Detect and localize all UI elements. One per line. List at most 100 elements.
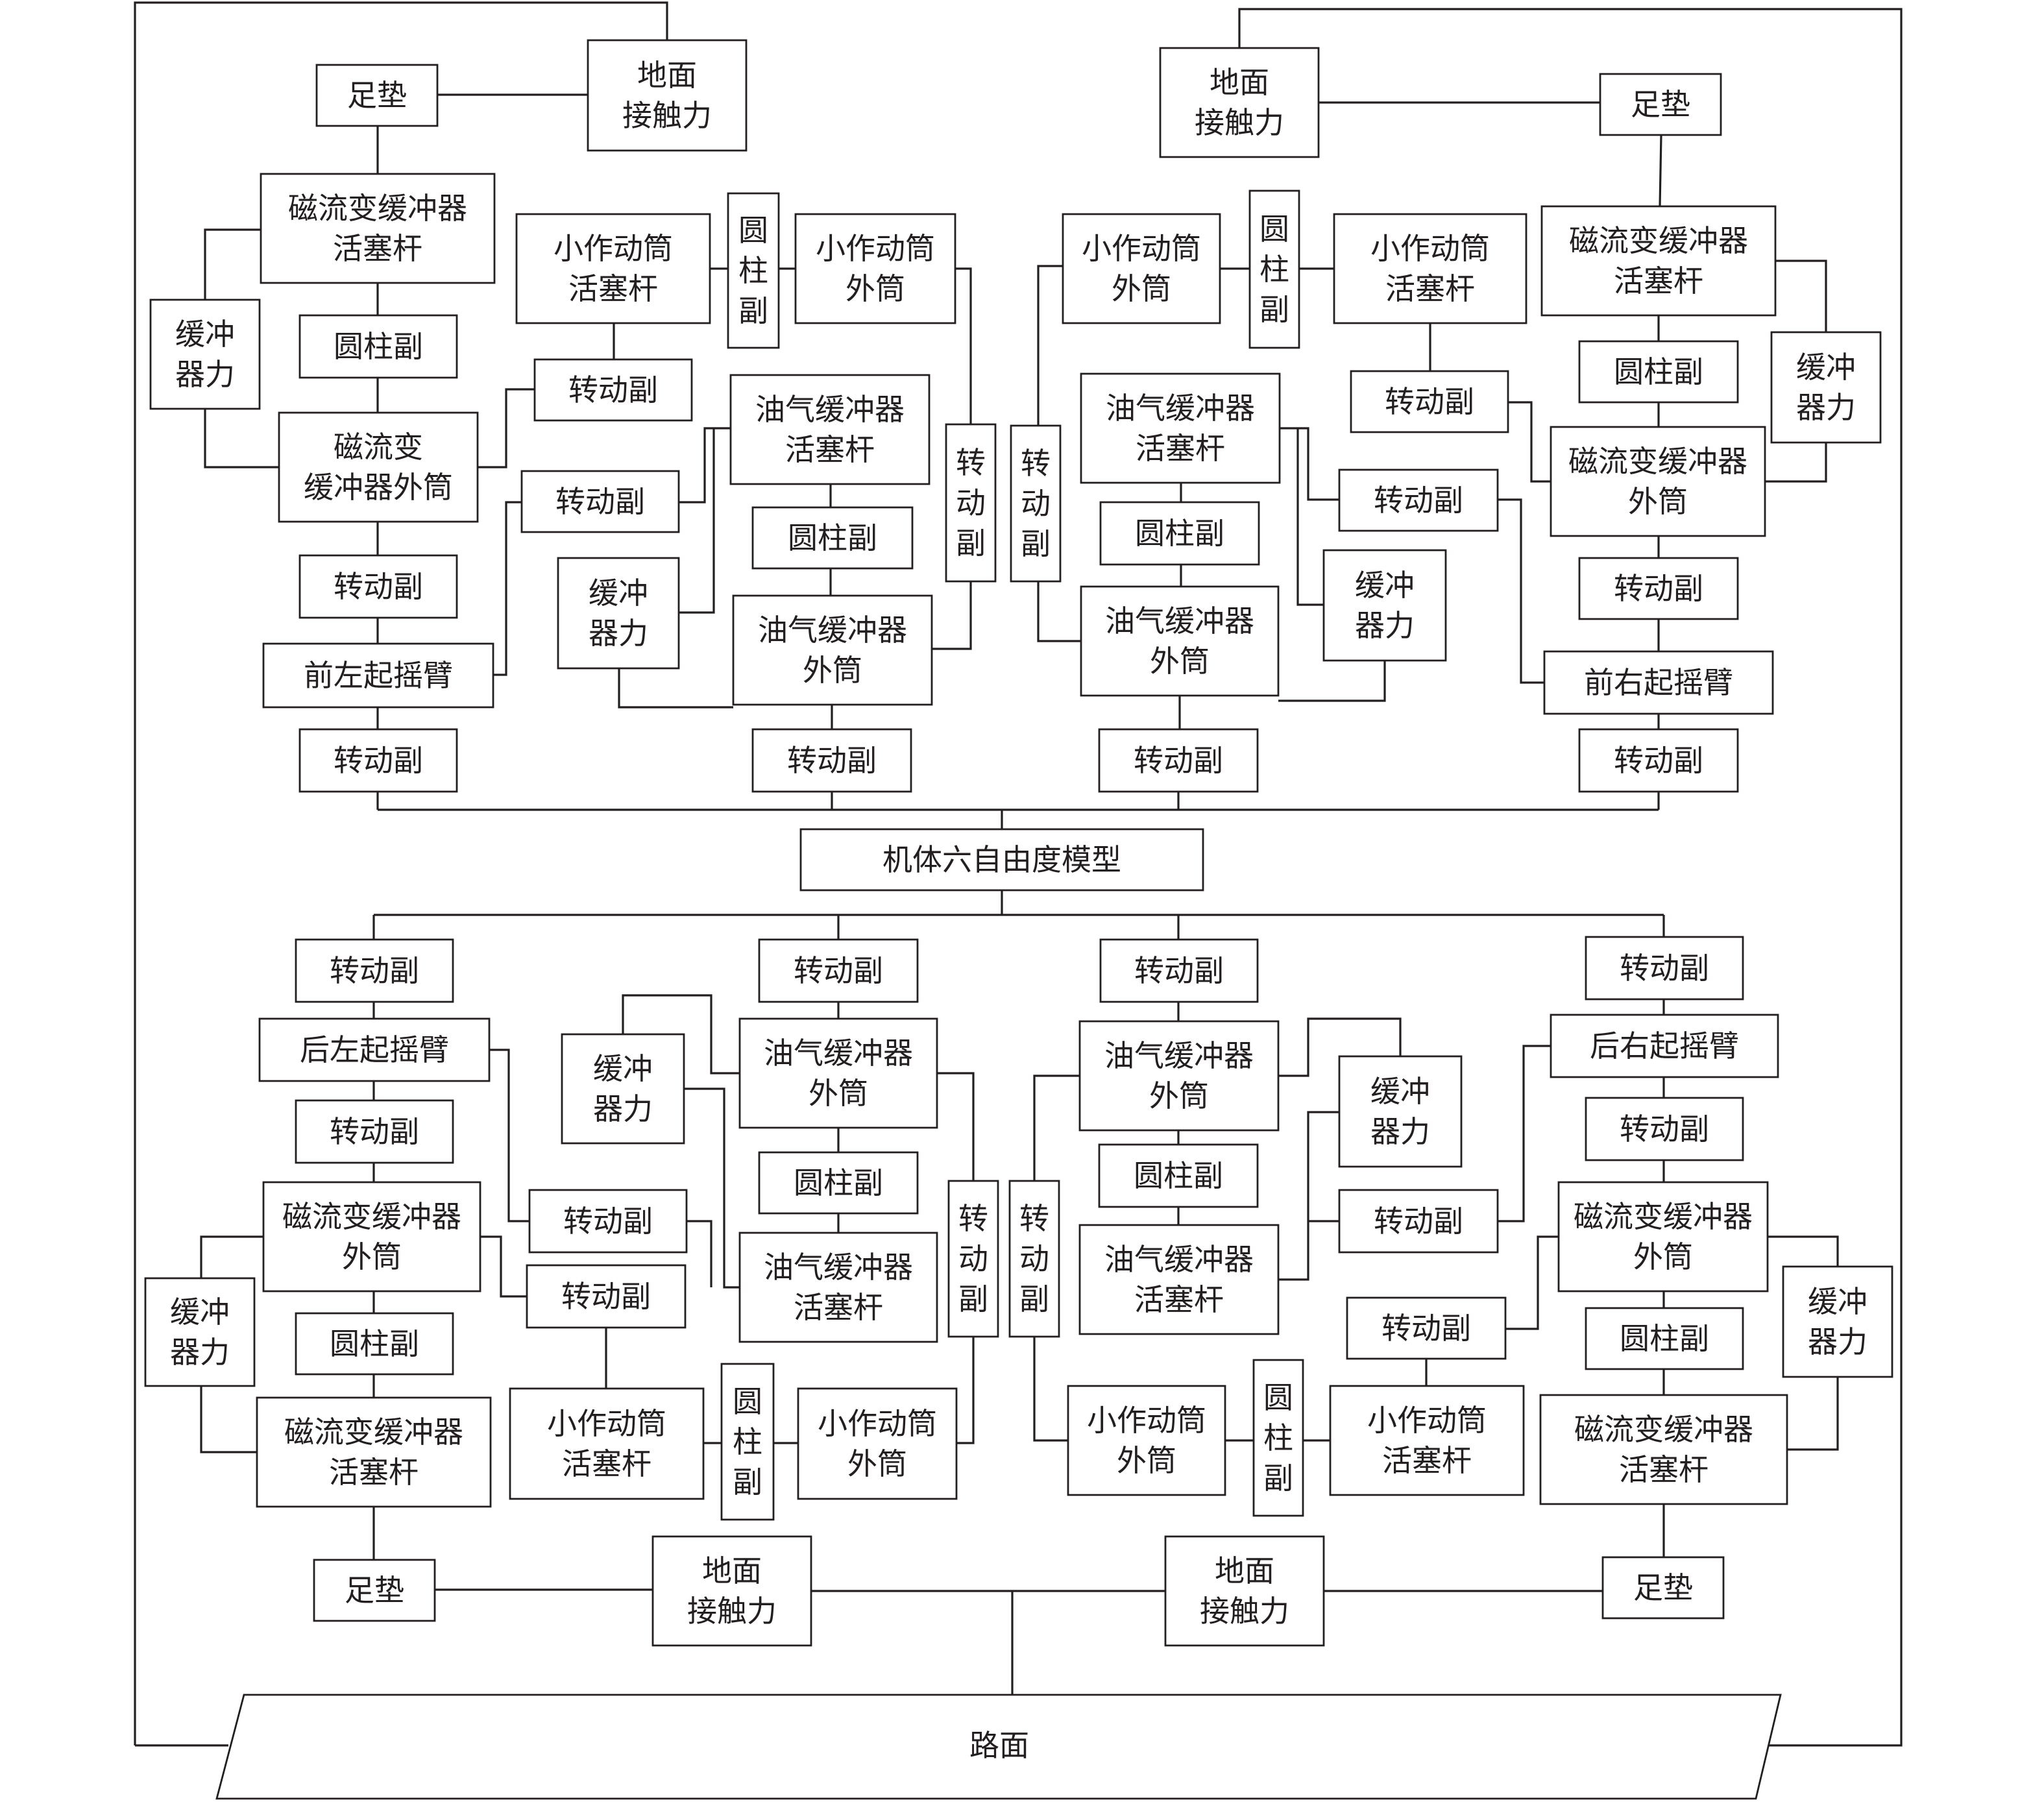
component-box-label: 后左起摇臂 [300,1032,449,1067]
component-box-frame [533,358,693,422]
connector-line [204,228,261,300]
component-box-label: 圆柱副 [334,329,423,364]
component-box-label: 器力 [593,1091,653,1126]
component-box-label: 转动副 [1374,1204,1463,1239]
connector-line [200,1386,257,1453]
component-box-label: 油气缓冲器 [1104,1242,1254,1277]
component-box-label: 缓冲 [1355,568,1415,603]
component-box-frame [1008,1180,1060,1338]
component-box-label: 活塞杆 [785,432,875,467]
component-box-label: 转动副 [1374,483,1463,518]
connector-line [1037,265,1063,426]
component-box: 转动副 [945,423,997,583]
component-box-label: 小作动筒 [1367,1403,1487,1438]
component-box-frame [1098,728,1259,793]
component-box: 转动副 [298,728,458,793]
component-box-label: 转动副 [787,743,877,778]
component-box-frame [315,64,439,127]
connector-line [1768,1235,1839,1267]
component-box: 转动副 [295,1099,454,1164]
component-box-frame [751,506,914,570]
component-box-frame [295,1312,454,1376]
component-box-frame [1338,468,1499,532]
component-box-frame [947,1180,999,1338]
component-box-frame [1098,1143,1259,1208]
component-box-frame [758,1151,919,1215]
component-box: 足垫 [1599,73,1722,136]
component-box-frame [557,557,680,670]
component-box-label: 足垫 [347,78,407,113]
connector-line [618,668,733,709]
component-box-label: 接触力 [622,98,712,133]
component-box: 转动副 [758,938,919,1003]
component-box-label: 转动副 [1385,384,1474,419]
component-box-label: 外筒 [846,271,905,306]
component-box: 后左起摇臂 [258,1017,491,1082]
component-box-label: 器力 [1808,1324,1868,1359]
component-box-label: 油气缓冲器 [755,392,905,427]
component-box-label: 缓冲 [1808,1284,1868,1319]
component-box-frame [526,1264,687,1329]
component-box-label: 转动副 [1134,953,1224,988]
connector-line [1278,1017,1402,1077]
connector-line [493,501,522,676]
connector-line [1498,1045,1551,1222]
component-box-frame [1338,1055,1463,1168]
component-box: 转动副 [1099,938,1259,1003]
component-box-frame [256,1396,492,1508]
component-box-label: 外筒 [1117,1443,1176,1478]
connector-line [679,428,715,614]
component-box-frame [758,938,919,1003]
component-box-label: 副 [1021,526,1051,561]
component-box: 圆柱副 [758,1151,919,1215]
component-box-label: 活塞杆 [568,271,658,306]
component-box-label: 足垫 [1631,87,1690,122]
component-box-frame [1557,1181,1769,1293]
component-box-label: 外筒 [342,1239,402,1274]
component-box-label: 柱 [738,253,768,288]
connector-line [1659,134,1662,207]
component-box-label: 油气缓冲器 [758,613,907,648]
component-box-frame [794,213,956,324]
component-box-frame [1099,938,1259,1003]
component-box-label: 副 [958,1281,988,1317]
component-box-label: 外筒 [1628,484,1688,519]
connector-line [1033,1337,1068,1442]
component-box-label: 磁流变缓冲器 [284,1414,463,1450]
component-box-label: 柱 [733,1424,762,1459]
component-box-label: 柱 [1263,1420,1293,1455]
component-box-label: 前左起摇臂 [304,658,453,693]
component-box-label: 接触力 [1195,105,1284,140]
component-box-label: 缓冲 [589,576,648,611]
component-box-label: 地面 [637,58,697,93]
component-box-frame [1329,1385,1525,1496]
component-box: 转动副 [298,554,458,619]
component-box-frame [262,1181,481,1293]
component-box-label: 外筒 [803,653,862,688]
component-box-label: 足垫 [345,1573,404,1608]
component-box-label: 转动副 [555,484,645,519]
component-box: 圆柱副 [1098,1143,1259,1208]
component-box: 圆柱副 [1099,501,1260,566]
connector-line [1037,581,1081,642]
component-box-label: 活塞杆 [1382,1443,1472,1478]
component-box-label: 磁流变缓冲器 [1569,223,1748,258]
component-box-frame [528,1189,688,1254]
component-box-label: 磁流变缓冲器 [288,191,467,226]
component-box: 前右起摇臂 [1543,650,1774,715]
component-box-label: 转 [956,445,986,480]
component-box-frame [298,728,458,793]
component-box-frame [1550,1014,1779,1078]
component-box-label: 圆柱副 [788,520,877,555]
connector-line [1508,401,1551,483]
